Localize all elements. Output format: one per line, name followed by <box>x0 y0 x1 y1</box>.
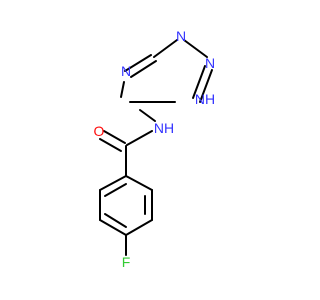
bond-carbonyl-o-a <box>103 130 126 144</box>
molecule-drawing: N N NH N O NH F <box>94 28 216 270</box>
bond-group <box>99 39 213 256</box>
bond-c5-n1 <box>153 39 178 58</box>
bond-ring-1-inner <box>104 183 127 197</box>
atom-n1: N <box>176 28 186 44</box>
bond-ring-4 <box>125 219 153 236</box>
bond-c5-n4-double-b <box>130 60 157 78</box>
bond-ring-1 <box>99 175 127 191</box>
bond-ring-3 <box>99 219 127 236</box>
atom-o: O <box>94 123 105 139</box>
bond-n4-n1h <box>120 81 125 98</box>
bond-carbonyl-o-b <box>99 138 122 152</box>
bond-n1-n2 <box>183 39 208 58</box>
bond-ring-6 <box>125 175 153 191</box>
atom-nh-ring: NH <box>195 91 215 107</box>
atom-n2: N <box>205 55 215 71</box>
atom-nh-amide: NH <box>154 120 174 136</box>
bond-n2-c3-double-a <box>192 65 206 99</box>
bond-nh-carbonyl <box>126 130 153 146</box>
atom-n4: N <box>121 63 131 79</box>
molecule-structure: N N NH N O NH F <box>94 28 216 270</box>
atom-f: F <box>122 254 131 270</box>
bond-ring-3-inner <box>104 213 127 228</box>
atom-label-group: N N NH N O NH F <box>94 28 216 270</box>
bond-c3-nh <box>139 109 156 122</box>
bond-c5-n4-double-a <box>124 54 152 72</box>
bond-n2-c3-double-b <box>199 69 213 103</box>
